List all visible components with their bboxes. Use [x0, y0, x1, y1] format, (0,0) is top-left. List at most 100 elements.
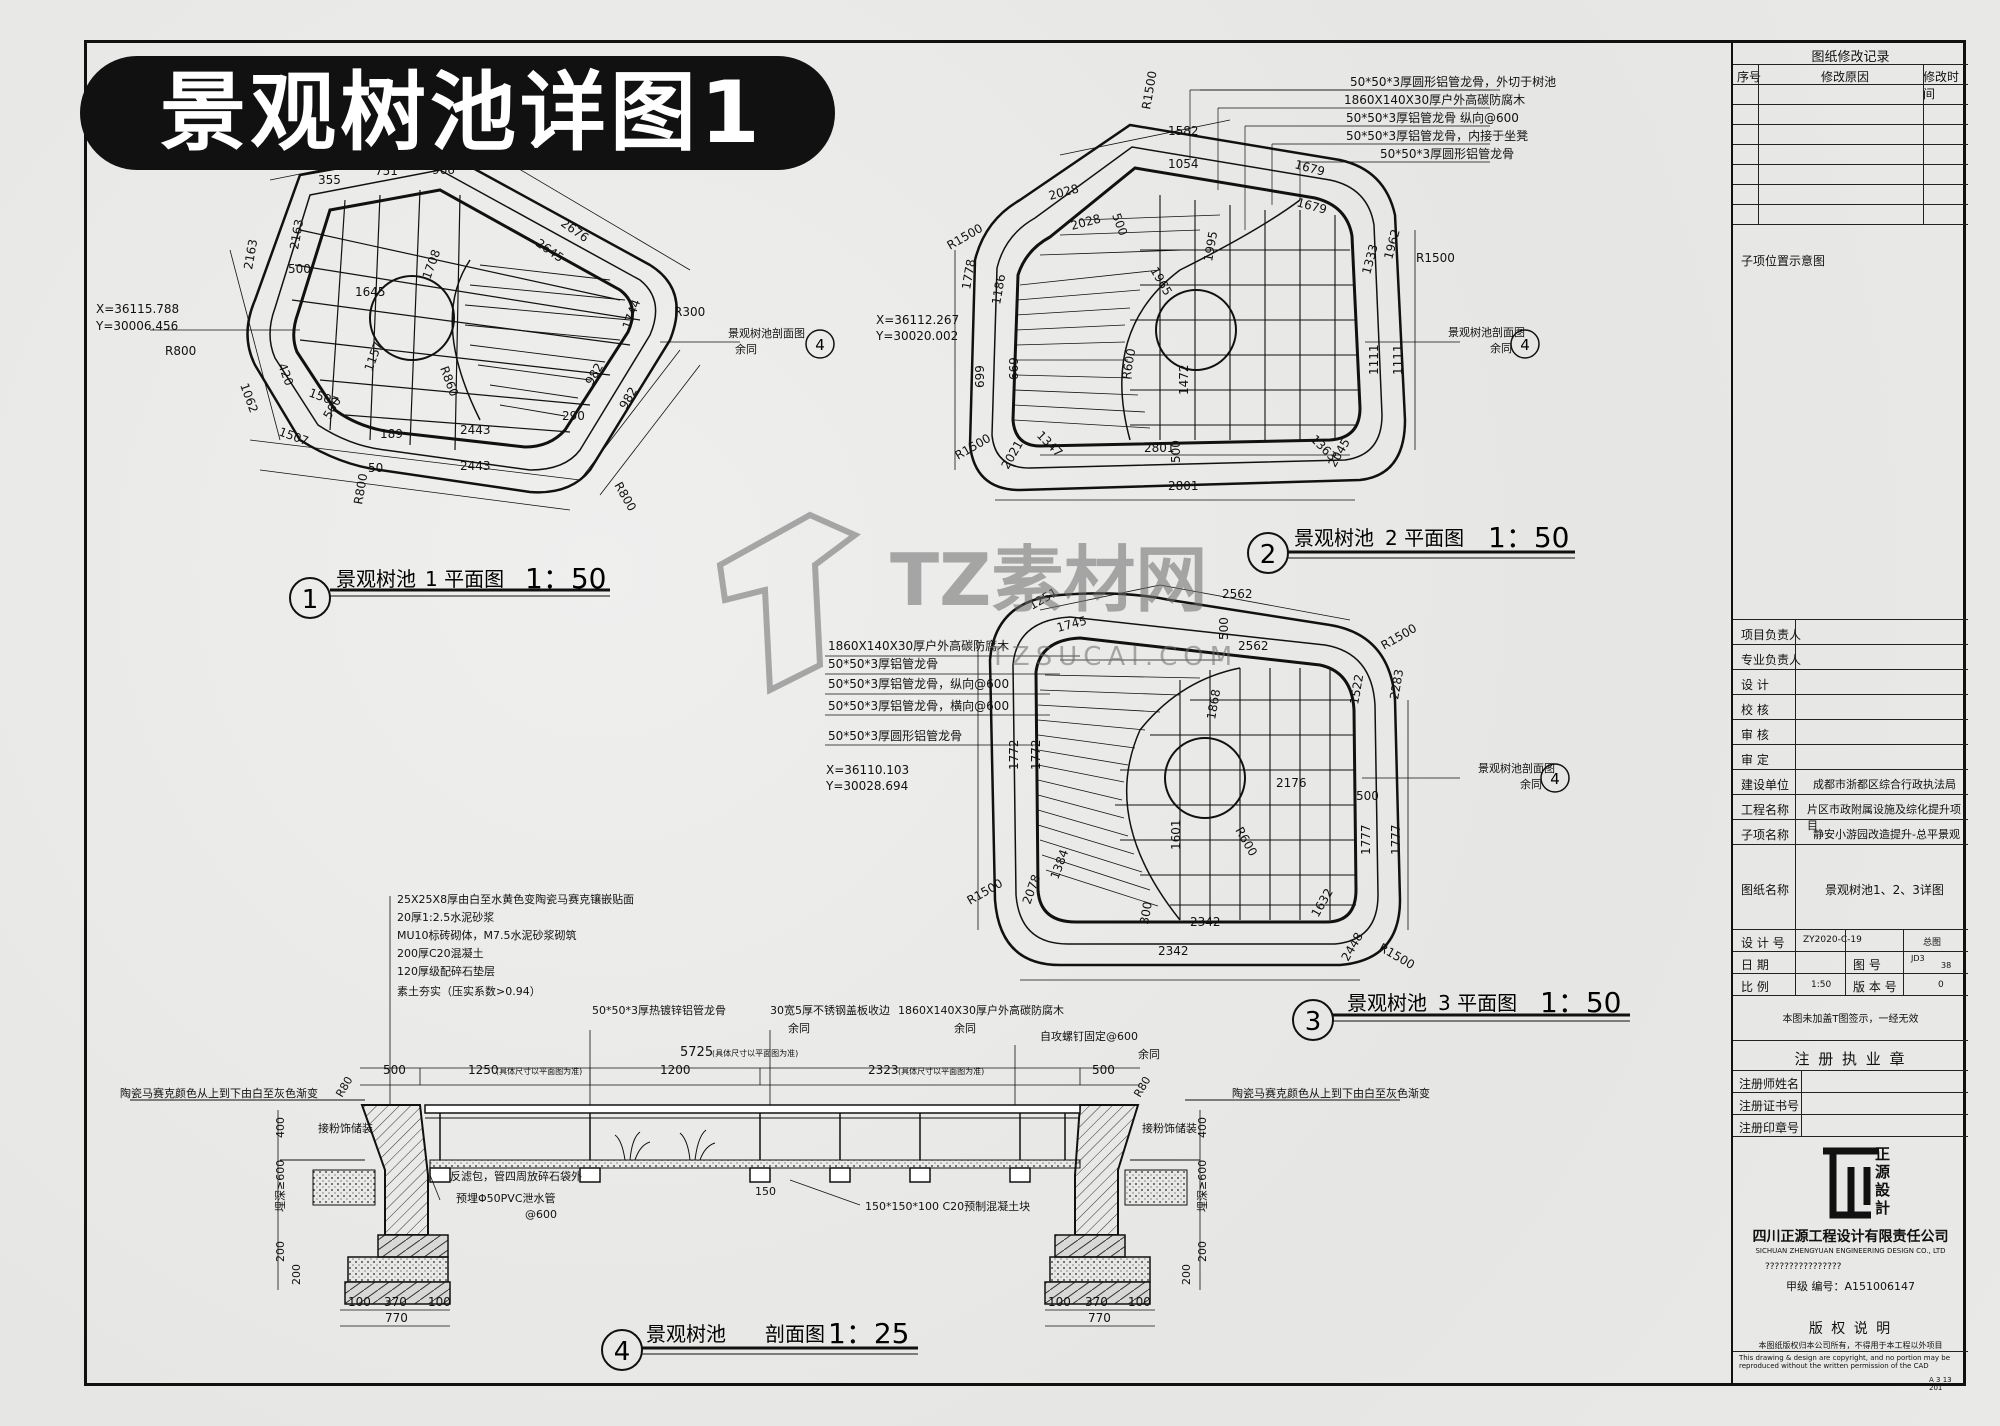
plan2-sub: 2 平面图	[1385, 526, 1464, 550]
plan-1	[150, 139, 740, 511]
layer-1: 25X25X8厚由白至水黄色变陶瓷马赛克镶嵌贴面	[397, 892, 634, 906]
plan2-ref-sub: 余同	[1490, 341, 1512, 355]
svg-text:1601: 1601	[1169, 819, 1183, 850]
svg-text:2176: 2176	[1276, 776, 1307, 790]
svg-text:(具体尺寸以平面图为准): (具体尺寸以平面图为准)	[496, 1066, 582, 1076]
svg-text:R80: R80	[1131, 1074, 1153, 1099]
section-left-note: 陶瓷马赛克颜色从上到下由白至灰色渐变	[120, 1086, 318, 1100]
layer-3: MU10标砖砌体，M7.5水泥砂浆砌筑	[397, 928, 577, 942]
svg-text:150: 150	[755, 1185, 776, 1198]
svg-text:500: 500	[1169, 440, 1183, 463]
section-dim-lines	[277, 896, 1201, 1327]
svg-text:4: 4	[1550, 770, 1560, 788]
svg-text:100: 100	[428, 1295, 451, 1309]
svg-text:770: 770	[385, 1311, 408, 1325]
svg-text:1200: 1200	[660, 1063, 691, 1077]
seal-title: 注 册 执 业 章	[1794, 1050, 1907, 1068]
plan3-coord-x: X=36110.103	[826, 763, 909, 777]
plan2-texts: 50*50*3厚圆形铝管龙骨，外切于树池 1860X140X30厚户外高碳防腐木…	[875, 70, 1556, 493]
plan1-number: 1	[302, 585, 319, 615]
plan3-ref-marker: 4	[1540, 763, 1570, 793]
svg-text:1111: 1111	[1367, 344, 1381, 375]
company-logo: 正 源 設 計	[1817, 1145, 1907, 1225]
svg-text:500: 500	[288, 262, 311, 276]
svg-text:50: 50	[368, 461, 383, 475]
svg-text:2562: 2562	[1238, 639, 1269, 653]
plan1-dim-lines	[150, 139, 740, 511]
svg-text:1778: 1778	[959, 258, 978, 291]
svg-text:100: 100	[348, 1295, 371, 1309]
svg-text:R800: R800	[351, 472, 370, 505]
plan2-callout-1: 50*50*3厚圆形铝管龙骨，外切于树池	[1350, 74, 1556, 89]
svg-text:290: 290	[562, 409, 585, 423]
logo-mark-icon	[1823, 1147, 1879, 1219]
svg-text:770: 770	[1088, 1311, 1111, 1325]
svg-text:150*150*100 C20预制混凝土块: 150*150*100 C20预制混凝土块	[865, 1199, 1030, 1213]
section-title: 4 景观树池 剖面图 1：25	[601, 1317, 918, 1371]
svg-text:(具体尺寸以平面图为准): (具体尺寸以平面图为准)	[712, 1048, 798, 1058]
svg-text:200: 200	[1180, 1264, 1193, 1285]
plan3-ref-sub: 余同	[1520, 777, 1542, 791]
plan3-number: 3	[1305, 1007, 1322, 1037]
section-texts: 25X25X8厚由白至水黄色变陶瓷马赛克镶嵌贴面 20厚1:2.5水泥砂浆 MU…	[120, 892, 1430, 1325]
plan-2	[954, 89, 1500, 501]
svg-text:2676: 2676	[558, 216, 591, 245]
svg-text:355: 355	[318, 173, 341, 187]
plan3-label: 景观树池	[1347, 991, 1427, 1015]
svg-text:R860: R860	[437, 364, 461, 398]
plan3-sub: 3 平面图	[1438, 991, 1517, 1015]
plan1-title: 1 景观树池 1 平面图 1：50	[289, 562, 610, 619]
plan2-leaders	[1189, 89, 1490, 230]
svg-text:1062: 1062	[237, 381, 261, 414]
plan2-outer	[968, 123, 1407, 492]
plan1-label: 景观树池	[336, 567, 416, 591]
plan3-callout-1: 1860X140X30厚户外高碳防腐木	[828, 638, 1009, 653]
svg-text:埋深≥600: 埋深≥600	[274, 1160, 287, 1212]
svg-text:R800: R800	[611, 480, 639, 514]
plan3-callout-5: 50*50*3厚圆形铝管龙骨	[828, 728, 962, 743]
plan1-texts: X=36115.788 Y=30006.456 355 751 966 2163…	[95, 163, 805, 514]
svg-text:接粉饰储装: 接粉饰储装	[1142, 1121, 1197, 1135]
plan2-ref-marker: 4	[1510, 329, 1540, 359]
layer-5: 120厚级配碎石垫层	[397, 964, 495, 978]
watermark-logo-icon	[716, 511, 861, 695]
svg-text:R1500: R1500	[1139, 70, 1160, 111]
svg-text:400: 400	[1196, 1117, 1209, 1138]
section-top-3: 1860X140X30厚户外高碳防腐木	[898, 1003, 1064, 1017]
svg-text:669: 669	[1007, 357, 1021, 380]
svg-text:1777: 1777	[1359, 824, 1373, 855]
plan2-coord-x: X=36112.267	[876, 313, 959, 327]
section-plants	[614, 1129, 716, 1161]
svg-text:100: 100	[1128, 1295, 1151, 1309]
plan3-ref-text: 景观树池剖面图	[1478, 761, 1555, 775]
svg-text:420: 420	[275, 361, 296, 387]
svg-text:R1500: R1500	[1377, 940, 1418, 972]
plan3-inner	[1034, 636, 1358, 924]
plan2-callout-2: 1860X140X30厚户外高碳防腐木	[1344, 92, 1525, 107]
svg-text:2028: 2028	[1047, 181, 1080, 202]
svg-text:1995: 1995	[1201, 230, 1220, 263]
svg-text:2342: 2342	[1190, 915, 1221, 929]
plan2-callout-5: 50*50*3厚圆形铝管龙骨	[1380, 146, 1514, 161]
section-sub-1: 余同	[788, 1021, 810, 1035]
svg-text:1965: 1965	[1147, 265, 1174, 298]
svg-text:2801: 2801	[1144, 441, 1175, 455]
svg-text:R600: R600	[1232, 825, 1260, 859]
company-name-cn: 四川正源工程设计有限责任公司	[1752, 1229, 1949, 1245]
section-number: 4	[614, 1337, 631, 1367]
location-label: 子项位置示意图	[1741, 254, 1826, 268]
plan3-leaders	[825, 655, 1080, 746]
plan2-callout-4: 50*50*3厚铝管龙骨，内接于坐凳	[1346, 128, 1528, 143]
svg-text:2443: 2443	[460, 459, 491, 473]
svg-text:370: 370	[1085, 1295, 1108, 1309]
svg-text:2443: 2443	[460, 423, 491, 437]
svg-text:200: 200	[274, 1241, 287, 1262]
svg-text:R600: R600	[1119, 347, 1138, 380]
svg-text:@600: @600	[525, 1208, 557, 1221]
drawing-frame	[84, 40, 1966, 1386]
title-block: 图纸修改记录 序号 修改原因 修改时间 子项位置示意图 项目负责人 专业负责人 …	[1731, 40, 1968, 1392]
section-sub-2: 余同	[954, 1021, 976, 1035]
svg-text:1333: 1333	[1359, 243, 1380, 276]
svg-text:1250: 1250	[468, 1063, 499, 1077]
plan3-outer	[988, 592, 1402, 967]
